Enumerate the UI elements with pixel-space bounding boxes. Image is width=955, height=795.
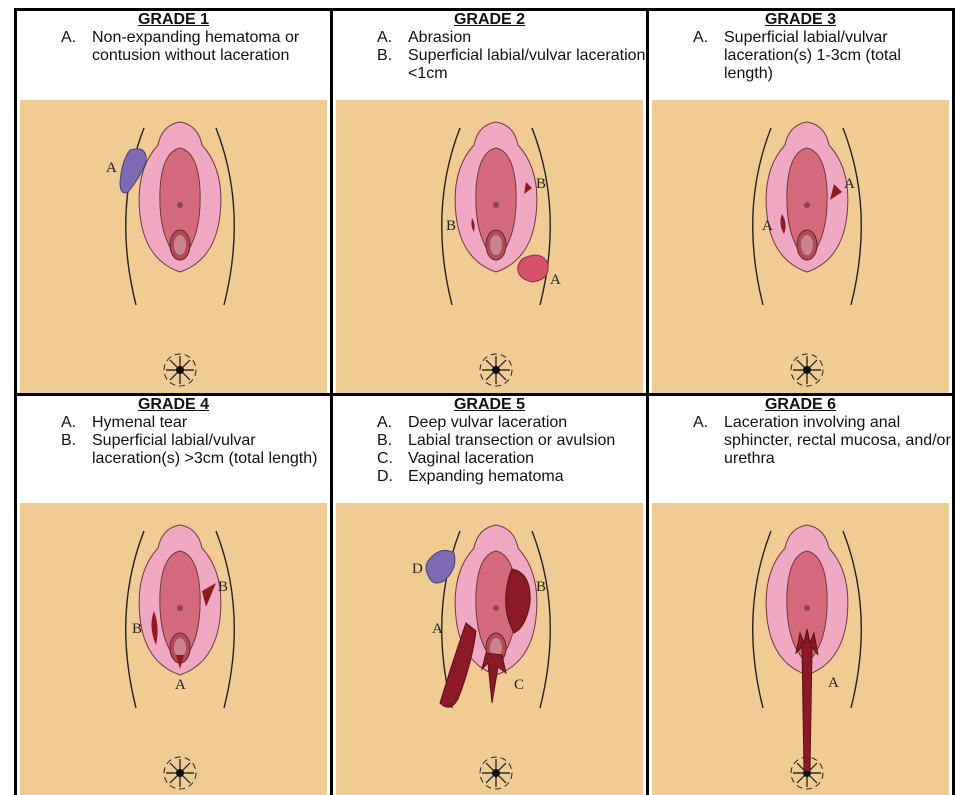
illustration: B B A [336,100,643,393]
illustration: A [20,100,327,393]
marker-a: A [844,176,855,192]
vaginal-laceration [482,653,506,703]
anatomy [753,122,862,386]
marker-d: D [412,561,423,577]
vulva-diagram: B B A [336,100,643,393]
panel-title: GRADE 4 [17,396,330,413]
criteria-item: A.Non-expanding hematoma or contusion wi… [17,29,330,65]
criteria-item: B.Superficial labial/vulvar laceration(s… [17,432,330,468]
vulva-diagram: A A [652,100,949,393]
marker-a: A [762,218,773,234]
anatomy [442,122,551,386]
criteria-list: A.Hymenal tear B.Superficial labial/vulv… [17,414,330,468]
anal-laceration [796,629,818,771]
criteria-item: B.Labial transection or avulsion [333,432,646,450]
criteria-list: A.Superficial labial/vulvar laceration(s… [649,29,952,83]
vulva-diagram: B B A [20,503,327,795]
panel-title: GRADE 6 [649,396,952,413]
panel-grade-6: GRADE 6 A.Laceration involving anal sphi… [649,396,952,795]
criteria-list: A.Non-expanding hematoma or contusion wi… [17,29,330,65]
illustration: B B A [20,503,327,795]
criteria-item: A.Laceration involving anal sphincter, r… [649,414,952,468]
marker-b: B [218,579,228,595]
criteria-list: A.Abrasion B.Superficial labial/vulvar l… [333,29,646,83]
marker-b: B [536,579,546,595]
criteria-item: D.Expanding hematoma [333,468,646,486]
panel-grade-1: GRADE 1 A.Non-expanding hematoma or cont… [17,11,330,393]
illustration: A [652,503,949,795]
panel-title: GRADE 5 [333,396,646,413]
abrasion [518,255,548,282]
criteria-item: A.Deep vulvar laceration [333,414,646,432]
marker-a: A [106,160,117,176]
criteria-item: C.Vaginal laceration [333,450,646,468]
illustration: A A [652,100,949,393]
marker-b: B [536,176,546,192]
marker-a: A [432,621,443,637]
criteria-item: B.Superficial labial/vulvar laceration <… [333,47,646,83]
criteria-item: A.Abrasion [333,29,646,47]
vulva-diagram: D B A C [336,503,643,795]
marker-b: B [446,218,456,234]
panel-grade-2: GRADE 2 A.Abrasion B.Superficial labial/… [333,11,646,393]
criteria-item: A.Hymenal tear [17,414,330,432]
criteria-item: A.Superficial labial/vulvar laceration(s… [649,29,952,83]
panel-grade-5: GRADE 5 A.Deep vulvar laceration B.Labia… [333,396,646,795]
marker-a: A [175,677,186,693]
panel-grade-3: GRADE 3 A.Superficial labial/vulvar lace… [649,11,952,393]
marker-b: B [132,621,142,637]
panel-title: GRADE 3 [649,11,952,28]
vulva-diagram: A [652,503,949,795]
panel-grade-4: GRADE 4 A.Hymenal tear B.Superficial lab… [17,396,330,795]
panel-title: GRADE 2 [333,11,646,28]
deep-laceration [440,623,476,707]
marker-a: A [550,272,561,288]
grade-table: GRADE 1 A.Non-expanding hematoma or cont… [14,8,955,795]
panel-title: GRADE 1 [17,11,330,28]
vulva-diagram: A [20,100,327,393]
marker-a: A [828,675,839,691]
marker-c: C [514,677,524,693]
criteria-list: A.Laceration involving anal sphincter, r… [649,414,952,468]
expanding-hematoma [426,550,455,583]
criteria-list: A.Deep vulvar laceration B.Labial transe… [333,414,646,486]
illustration: D B A C [336,503,643,795]
